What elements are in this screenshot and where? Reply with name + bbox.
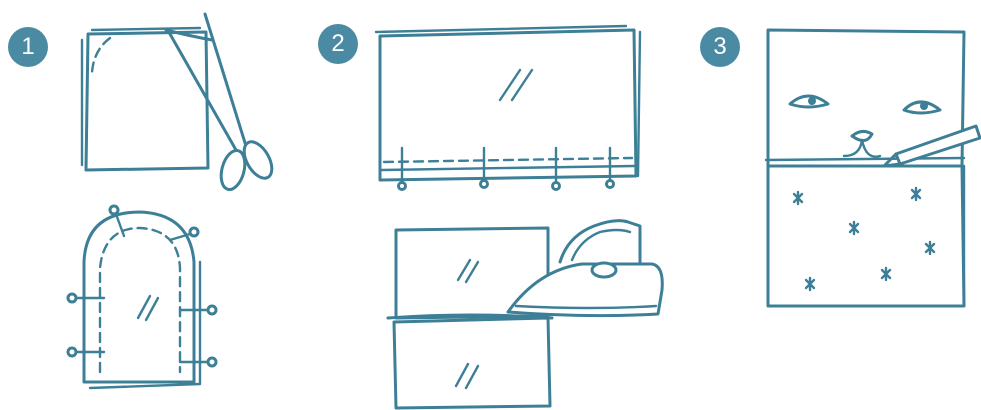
- cat-panel: [766, 30, 964, 306]
- sparkle-icon: [794, 188, 934, 290]
- iron-icon: [508, 221, 662, 316]
- pressed-fabric: [388, 228, 552, 408]
- hem-fabric: [376, 26, 640, 180]
- step-1-illustration: [68, 14, 278, 388]
- fabric-square: [82, 28, 208, 170]
- step-3-illustration: [766, 30, 980, 306]
- pen-icon: [884, 126, 980, 166]
- scissors-icon: [166, 14, 278, 192]
- step-2-illustration: [376, 26, 662, 408]
